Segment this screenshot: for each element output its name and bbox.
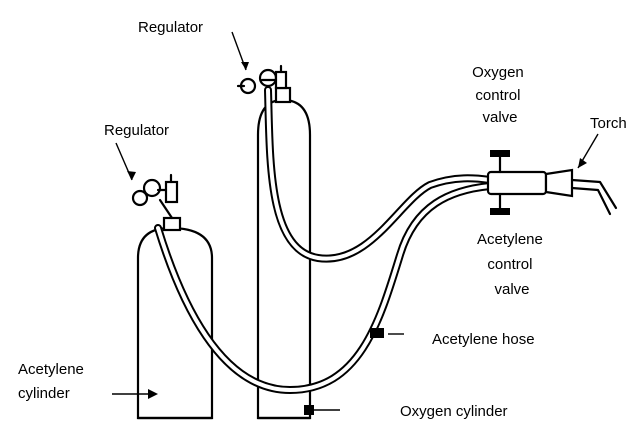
torch-label: Torch [590,115,627,132]
acetylene-cylinder [138,218,212,418]
acetylene-control-valve-label: Acetylene control valve [477,231,547,298]
oxygen-control-valve-label: Oxygen control valve [472,64,528,126]
acetylene-hose-label: Acetylene hose [432,331,535,348]
acetylene-regulator [133,175,177,218]
hose-clamp [370,328,384,338]
torch [488,150,616,215]
regulator-left-label: Regulator [104,122,169,139]
regulator-top-label: Regulator [138,19,203,36]
oxygen-cylinder-label: Oxygen cylinder [400,403,508,420]
oxygen-regulator [238,66,286,93]
acetylene-cylinder-label: Acetylene cylinder [18,361,88,402]
